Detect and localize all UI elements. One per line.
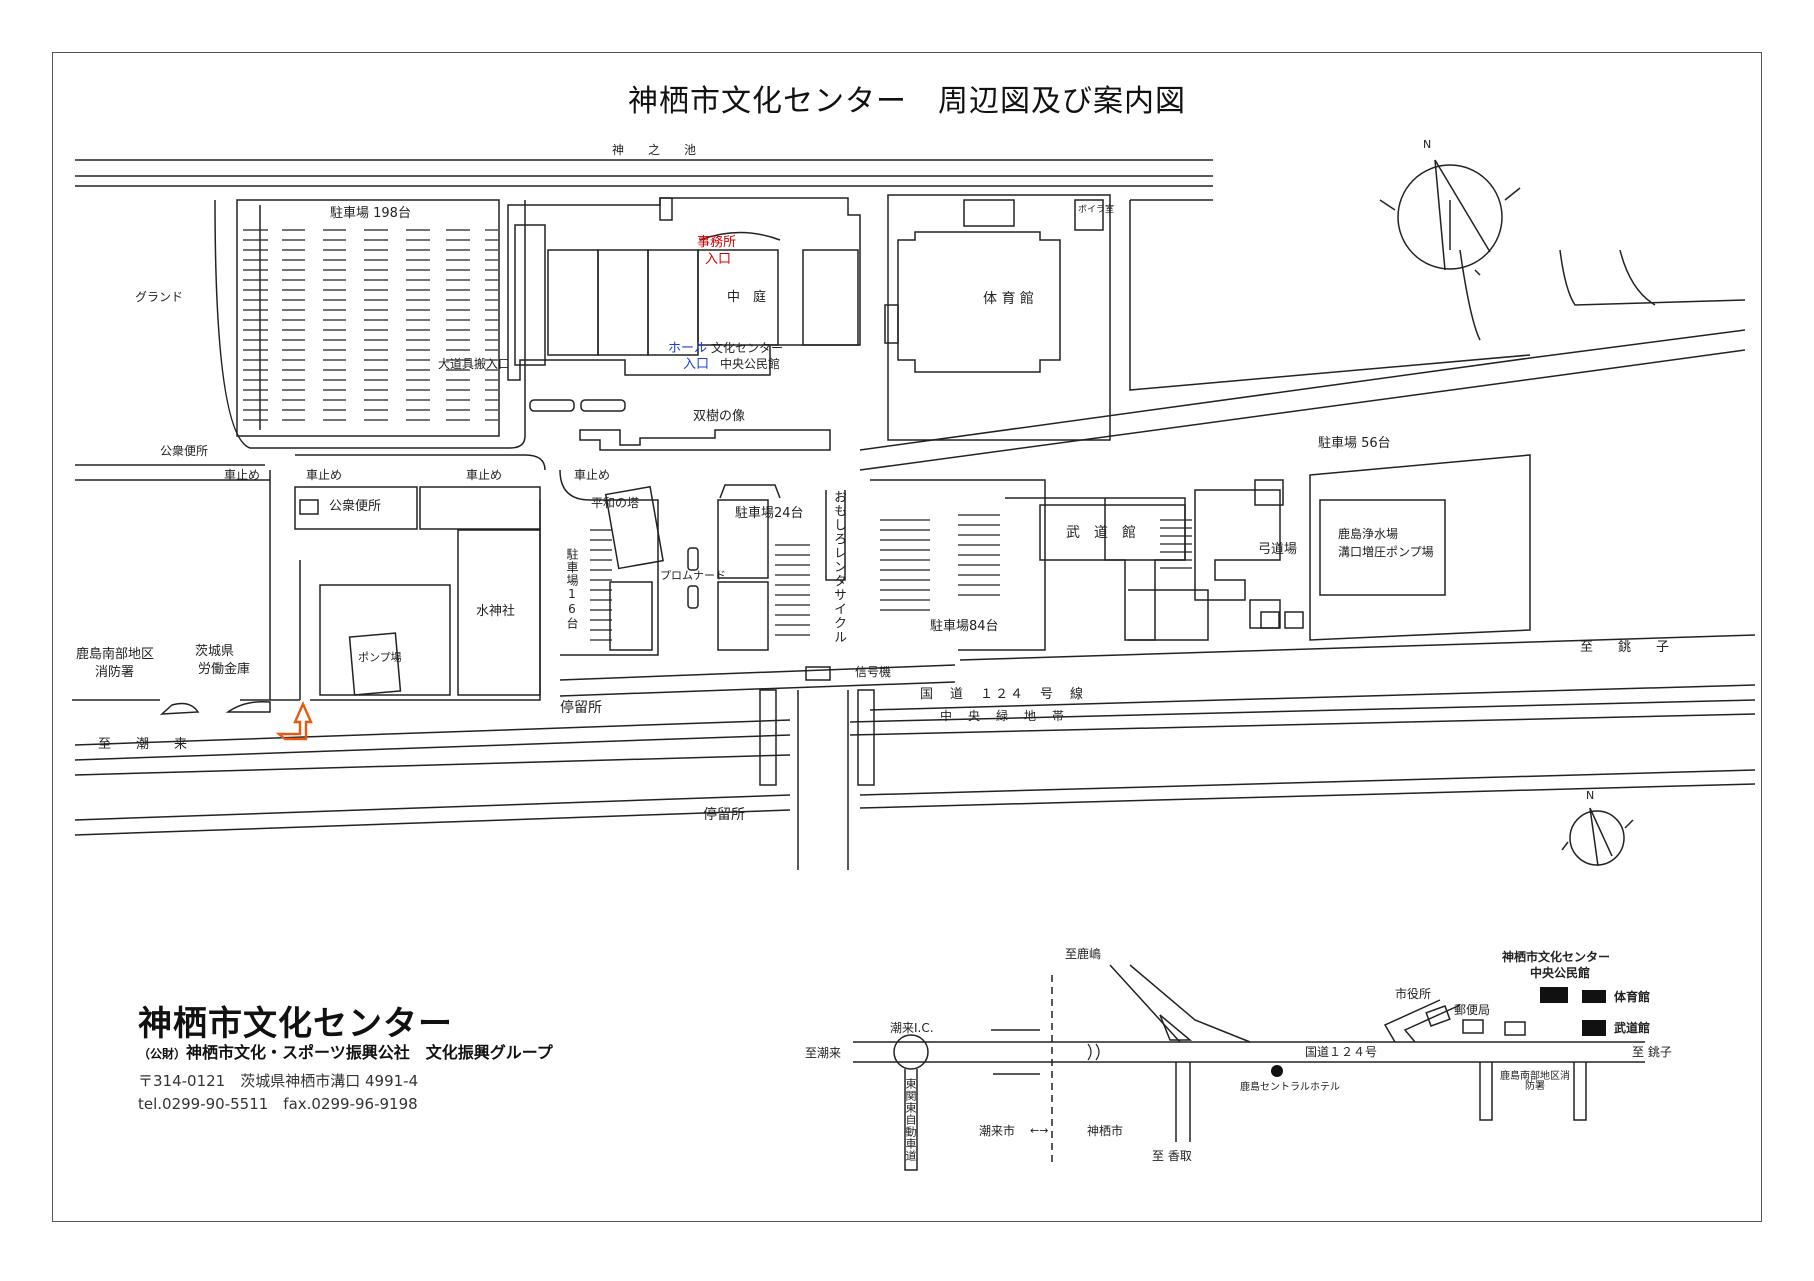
compass-area	[1561, 807, 1634, 867]
area-gym: 体育館	[1614, 990, 1651, 1004]
cultural-center-building	[507, 197, 861, 451]
label-ground: グランド	[135, 290, 184, 304]
label-route-124: 国 道 １２４ 号 線	[920, 687, 1086, 702]
area-map	[853, 964, 1645, 1171]
label-kyudojo: 弓道場	[1258, 542, 1298, 557]
area-to-choshi: 至 銚子	[1632, 1045, 1672, 1059]
label-parking-84: 駐車場84台	[930, 619, 999, 634]
label-signal: 信号機	[855, 665, 892, 679]
footer-org: （公財）神栖市文化・スポーツ振興公社 文化振興グループ	[138, 1039, 553, 1063]
area-route-124: 国道１２４号	[1305, 1045, 1378, 1059]
area-city-hall: 市役所	[1395, 987, 1432, 1001]
label-parking-24: 駐車場24台	[735, 506, 804, 521]
page-title: 神栖市文化センター 周辺図及び案内図	[628, 84, 1186, 119]
label-labor-bank-2: 労働金庫	[198, 662, 251, 677]
area-post-office: 郵便局	[1454, 1003, 1491, 1017]
label-cultural-center: 文化センター	[711, 341, 784, 355]
label-median: 中 央 緑 地 帯	[940, 709, 1067, 723]
right-upper-block	[1129, 199, 1746, 391]
gym-building	[884, 194, 1111, 441]
label-rental-cycle: おもしろレンタサイクル	[831, 490, 846, 644]
parking-stripes-east	[880, 514, 1192, 611]
label-to-choshi: 至 銚 子	[1580, 640, 1676, 655]
label-fire-dept-2: 消防署	[95, 665, 135, 680]
footer-org-prefix: （公財）	[138, 1047, 187, 1061]
label-fire-dept-1: 鹿島南部地区	[76, 647, 155, 662]
area-center-2: 中央公民館	[1530, 966, 1591, 980]
label-to-itako: 至 潮 来	[98, 737, 194, 752]
label-courtyard: 中 庭	[727, 290, 767, 305]
label-pump-station-1: 鹿島浄水場	[1338, 527, 1399, 541]
label-community-hall: 中央公民館	[720, 357, 781, 371]
route-124	[72, 664, 1756, 870]
compass-main	[1379, 159, 1521, 276]
area-fire-dept: 鹿島南部地区消防署	[1500, 1071, 1570, 1092]
label-peace-tower: 平和の塔	[591, 496, 640, 510]
compass-main-north: N	[1423, 138, 1432, 151]
parking-198-area	[214, 199, 526, 449]
label-pump-station-2: 溝口増圧ポンプ場	[1338, 545, 1434, 559]
label-shako-4: 車止め	[574, 468, 611, 482]
entrance-arrow	[275, 701, 313, 741]
area-boundary-arrow: ←→	[1030, 1124, 1049, 1137]
area-to-itako: 至潮来	[805, 1046, 842, 1060]
top-road	[75, 159, 1213, 187]
area-expressway: 東関東自動車道	[904, 1078, 917, 1162]
promenade-area	[559, 469, 846, 656]
label-parking-198: 駐車場 198台	[330, 206, 411, 221]
mid-west-blocks	[75, 454, 546, 701]
compass-area-north: N	[1586, 789, 1595, 802]
label-office-entrance-2: 入口	[705, 252, 732, 267]
footer-org-name: 神栖市文化・スポーツ振興公社 文化振興グループ	[186, 1043, 553, 1062]
area-to-kashima: 至鹿嶋	[1065, 947, 1102, 961]
area-to-katori: 至 香取	[1152, 1149, 1192, 1163]
label-shako-3: 車止め	[466, 468, 503, 482]
footer-address: 〒314-0121 茨城県神栖市溝口 4991-4	[138, 1072, 419, 1090]
label-pump: ポンプ場	[358, 651, 402, 664]
area-budokan: 武道館	[1614, 1021, 1651, 1035]
label-budokan: 武 道 館	[1066, 525, 1136, 541]
label-bus-stop-1: 停留所	[560, 700, 602, 716]
label-parking-16: 駐車場16台	[565, 548, 579, 630]
area-itako-city: 潮来市	[979, 1124, 1016, 1138]
label-labor-bank-1: 茨城県	[195, 644, 235, 659]
promenade-stripes	[590, 529, 810, 641]
label-shako-1: 車止め	[224, 468, 261, 482]
label-twin-trees: 双樹の像	[693, 409, 746, 424]
diagonal-road	[859, 329, 1746, 471]
area-itako-ic: 潮来I.C.	[890, 1021, 934, 1035]
label-office-entrance-1: 事務所	[697, 235, 737, 250]
label-kamino-ike: 神 之 池	[612, 143, 703, 157]
label-suijin: 水神社	[476, 604, 516, 619]
parking-stripes-198	[243, 229, 498, 421]
label-public-toilet: 公衆便所	[329, 499, 382, 514]
east-facilities	[870, 454, 1756, 661]
label-hall-entrance-2: 入口	[683, 357, 710, 372]
label-promenade: プロムナード	[660, 569, 726, 582]
label-parking-56: 駐車場 56台	[1318, 436, 1391, 451]
label-main-entrance: 大道具搬入口	[438, 357, 511, 371]
footer-title: 神栖市文化センター	[138, 1004, 453, 1044]
area-center-1: 神栖市文化センター	[1502, 950, 1611, 964]
area-hotel: 鹿島セントラルホテル	[1240, 1082, 1340, 1093]
label-public-toilet-west: 公衆便所	[160, 444, 209, 458]
area-kamisu-city: 神栖市	[1087, 1124, 1124, 1138]
label-boiler: ボイラ室	[1078, 205, 1115, 215]
label-bus-stop-2: 停留所	[703, 807, 745, 823]
label-gym: 体 育 館	[983, 291, 1034, 307]
label-hall-entrance-1: ホール	[668, 341, 708, 356]
label-shako-2: 車止め	[306, 468, 343, 482]
footer-tel: tel.0299-90-5511 fax.0299-96-9198	[138, 1095, 418, 1113]
page-frame	[52, 52, 1762, 1222]
